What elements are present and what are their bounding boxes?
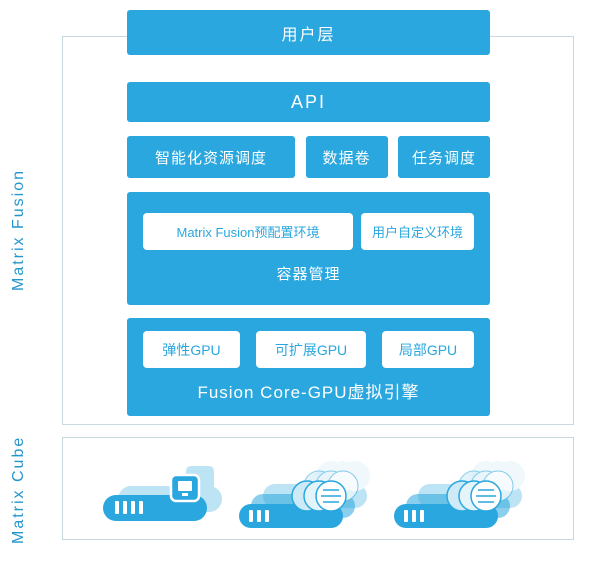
scheduler-row: 智能化资源调度 数据卷 任务调度 bbox=[127, 136, 490, 178]
partial-gpu-box: 局部GPU bbox=[382, 331, 474, 368]
scheduler-box-data-volume: 数据卷 bbox=[305, 136, 388, 178]
scheduler-box-intelligent-resource: 智能化资源调度 bbox=[127, 136, 295, 178]
matrix-cube-side-label: Matrix Cube bbox=[10, 435, 27, 545]
scheduler-box-task-scheduling: 任务调度 bbox=[398, 136, 490, 178]
gpu-virtual-engine-box: 弹性GPU 可扩展GPU 局部GPU Fusion Core-GPU虚拟引擎 bbox=[127, 318, 490, 416]
gpu-type-row: 弹性GPU 可扩展GPU 局部GPU bbox=[127, 318, 490, 368]
container-management-title: 容器管理 bbox=[276, 266, 341, 283]
matrix-fusion-side-label: Matrix Fusion bbox=[10, 168, 27, 292]
container-env-row: Matrix Fusion预配置环境 用户自定义环境 bbox=[127, 192, 490, 250]
elastic-gpu-box: 弹性GPU bbox=[143, 331, 240, 368]
user-layer-bar: 用户层 bbox=[127, 10, 490, 55]
gpu-virtual-engine-title: Fusion Core-GPU虚拟引擎 bbox=[197, 383, 420, 402]
single-gpu-server-icon bbox=[95, 455, 235, 535]
gpu-server-cluster-icon bbox=[390, 448, 540, 541]
container-management-box: Matrix Fusion预配置环境 用户自定义环境 容器管理 bbox=[127, 192, 490, 305]
api-bar: API bbox=[127, 82, 490, 122]
custom-env-box: 用户自定义环境 bbox=[361, 213, 474, 250]
gpu-server-cluster-icon bbox=[235, 448, 385, 541]
scalable-gpu-box: 可扩展GPU bbox=[256, 331, 366, 368]
prebuilt-env-box: Matrix Fusion预配置环境 bbox=[143, 213, 353, 250]
